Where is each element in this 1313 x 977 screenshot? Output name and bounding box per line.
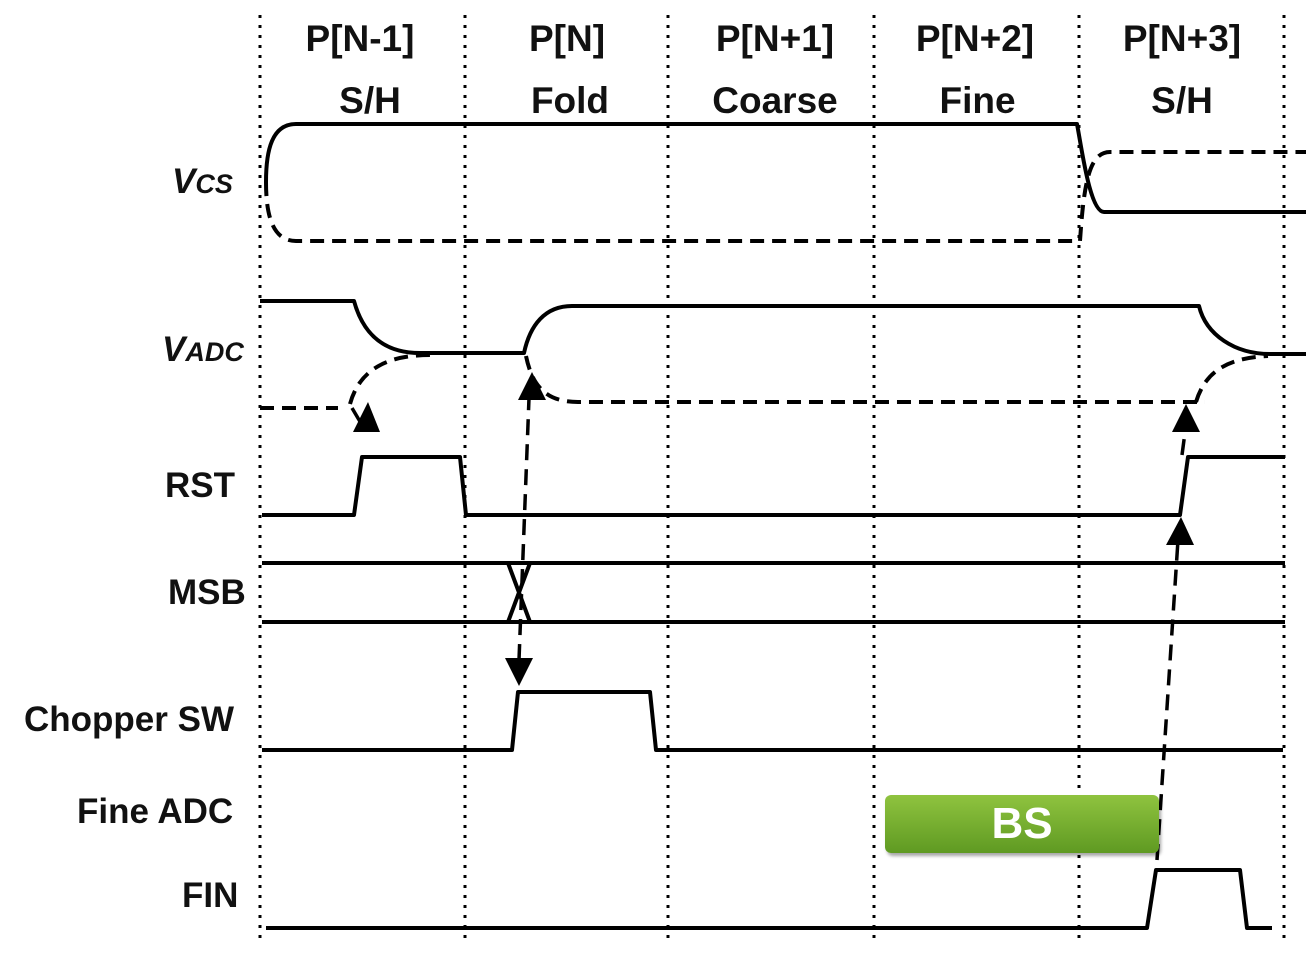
chopper-sw-waveform — [262, 690, 1283, 752]
fin-waveform — [266, 868, 1272, 930]
bs-block: BS — [885, 795, 1159, 853]
bs-label: BS — [991, 799, 1053, 848]
fin-to-rst-arrow-shaft — [1155, 539, 1180, 861]
signal-label-vadc: VADC — [162, 330, 244, 369]
phase-label-n: P[N] — [528, 18, 606, 59]
phase-stage-coarse: Coarse — [712, 80, 838, 121]
signal-label-fin: FIN — [182, 876, 239, 915]
rst-to-vadc-arrow-shaft — [350, 407, 364, 426]
vcs-waveform-dashed — [264, 150, 1306, 243]
arrowhead-up — [1172, 404, 1200, 432]
arrowhead-up — [353, 402, 380, 432]
vadc-waveform-solid — [260, 299, 1306, 356]
phase-stage-sh: S/H — [339, 80, 401, 121]
arrowhead-up — [518, 372, 546, 400]
rst-waveform — [262, 455, 1285, 517]
phase-stage-fold: Fold — [530, 80, 610, 121]
arrowhead-up — [1166, 517, 1194, 545]
phase-stage-sh-2: S/H — [1151, 80, 1213, 121]
signal-label-chopper-sw: Chopper SW — [24, 700, 234, 739]
signal-label-rst: RST — [165, 466, 235, 505]
phase-label-n-plus-1: P[N+1] — [715, 18, 835, 59]
phase-label-n-plus-2: P[N+2] — [915, 18, 1035, 59]
phase-label-n-plus-3: P[N+3] — [1122, 18, 1242, 59]
signal-label-vcs: VCS — [172, 162, 233, 201]
signal-label-fine-adc: Fine ADC — [77, 792, 234, 831]
vcs-waveform-solid — [264, 122, 1306, 214]
arrowhead-down — [505, 658, 533, 686]
phase-label-n-minus-1: P[N-1] — [305, 18, 415, 59]
vadc-waveform-dashed — [260, 353, 1269, 410]
phase-stage-fine: Fine — [939, 80, 1016, 121]
signal-label-msb: MSB — [168, 573, 246, 612]
msb-double-arrow-shaft — [517, 397, 531, 661]
msb-transition — [506, 562, 532, 623]
